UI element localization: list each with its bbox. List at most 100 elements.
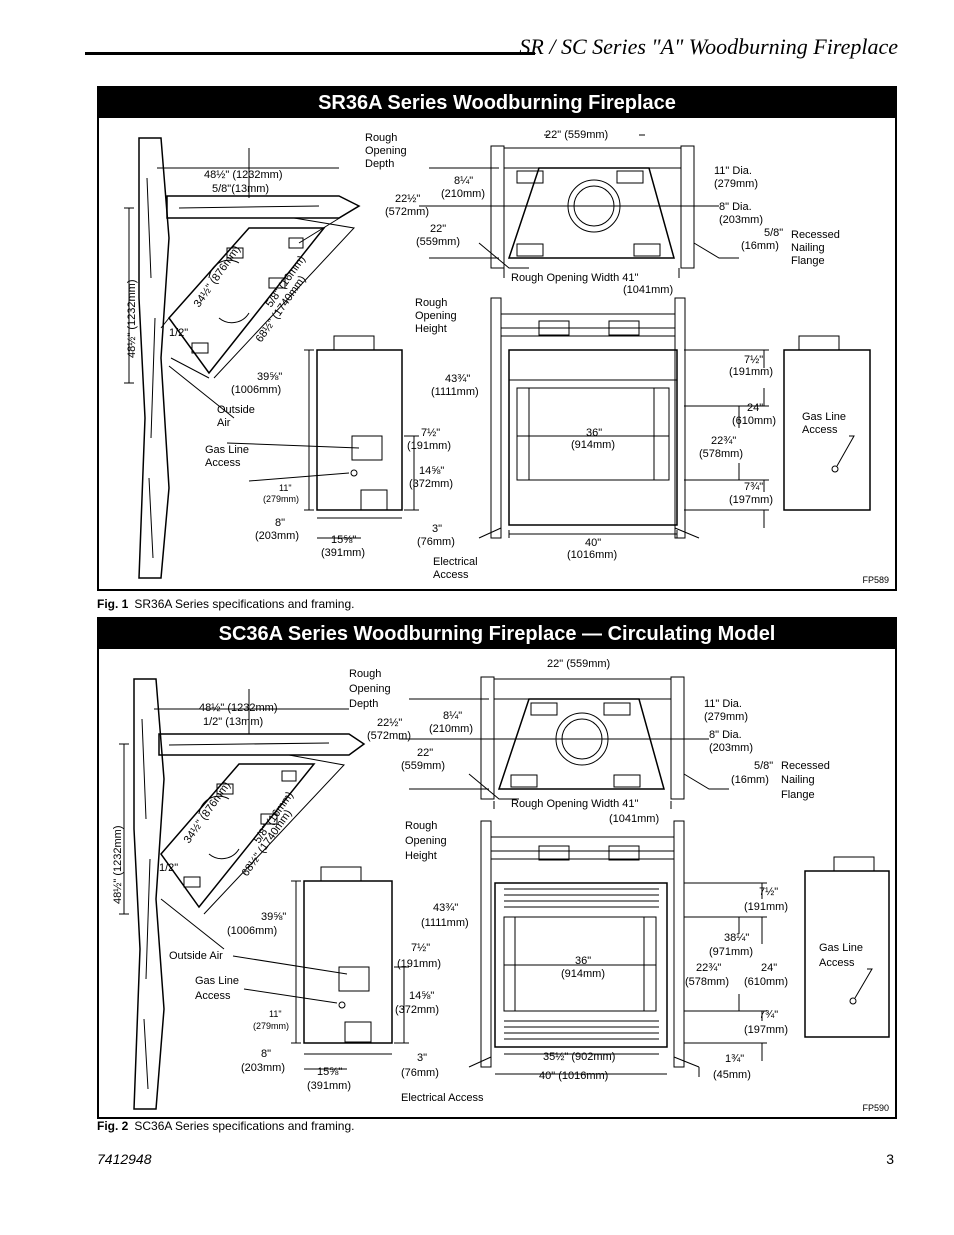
dia11-1: 11" Dia. [714,165,752,177]
s11-1: 11" [269,1009,282,1019]
r7h-1: 7½" [744,354,763,366]
recess-1: 5/8" [764,227,783,239]
dia8-1: 8" Dia. [719,201,752,213]
top-view-plan [419,134,739,278]
w40: 40" (1016mm) [539,1070,608,1082]
rod-3: Depth [365,158,394,170]
wall-length: 48½" (1232mm) [199,702,278,714]
gas-line-1: Gas Line [195,975,239,987]
header-rule [85,52,535,55]
rod-1: Rough [349,668,381,680]
v7h-1: 7½" [421,427,440,439]
s3-1: 3" [417,1052,427,1064]
r22-1: 22¾" [711,435,736,447]
d22h-1: 22½" [395,193,420,205]
r22-2: (578mm) [685,976,729,988]
recess-lbl-2: Nailing [791,242,825,254]
figure-2-banner: SC36A Series Woodburning Fireplace — Cir… [99,619,895,649]
s15-1: 15⅝" [317,1066,342,1078]
front-view [478,297,700,539]
right-dim-labels: 7½" (191mm) 24" (610mm) 22¾" (578mm) 7¾"… [699,354,776,506]
glass-1: 36" [575,955,591,967]
side-panel [804,856,890,1038]
side-gas-1: Gas Line [819,942,863,954]
page-number: 3 [886,1151,894,1167]
side-gas-1: Gas Line [802,411,846,423]
elec-2: Access [433,569,469,581]
h43-2: (1111mm) [421,917,469,929]
header-title: SR / SC Series "A" Woodburning Fireplace [519,34,898,59]
wall-length-vertical: 48½" (1232mm) [112,826,124,905]
s11-2: (279mm) [263,494,299,504]
recess-1: 5/8" [754,760,773,772]
r24-2: (610mm) [744,976,788,988]
s15-1: 15⅝" [331,534,356,546]
r7t-1: 7¾" [744,481,763,493]
front-view [468,820,700,1075]
top-width: 22" (559mm) [545,129,608,141]
roh-3: Height [415,323,447,335]
r24-2: (610mm) [732,415,776,427]
d8q-1: 8¼" [454,175,473,187]
r7h-1: 7½" [759,886,778,898]
half-inch: 1/2" [169,327,188,339]
v14-1: 14⅝" [409,990,434,1002]
row-2: (1041mm) [609,813,659,825]
d22-1: 22" [417,747,433,759]
recess-lbl-3: Flange [781,789,815,801]
d22h-2: (572mm) [385,206,429,218]
document-number: 7412948 [97,1151,152,1167]
diag-876: 34½" (876mm) [192,244,243,310]
glass-1: 36" [586,427,602,439]
figure-1-drawing: 48½" (1232mm) 5/8"(13mm) 48½" (1232mm) 3… [99,118,895,594]
corner-plan-view [119,678,366,1110]
v7h-2: (191mm) [407,440,451,452]
figure-2-code: FP590 [862,1103,889,1113]
r1-1: 1¾" [725,1053,744,1065]
roh-1: Rough [415,297,447,309]
s11-1: 11" [279,483,292,493]
side-view [232,866,409,1070]
s15-2: (391mm) [307,1080,351,1092]
diag-876: 34½" (876mm) [182,780,233,846]
right-dim-labels: 7½" (191mm) 38¼" (971mm) 24" (610mm) 22¾… [685,886,788,1081]
r7h-2: (191mm) [729,366,773,378]
d22h-1: 22½" [377,717,402,729]
right-dims [684,349,769,528]
dia8-2: (203mm) [709,742,753,754]
top-view-plan [399,676,729,809]
h39-1: 39⅝" [257,371,282,383]
r1-2: (45mm) [713,1069,751,1081]
h43-1: 43¾" [433,902,458,914]
side-panel [783,335,871,511]
s3-2: (76mm) [401,1067,439,1079]
rod-2: Opening [365,145,407,157]
v7h-1: 7½" [411,942,430,954]
gas-line-2: Access [195,990,231,1002]
h39-2: (1006mm) [227,925,277,937]
figure-1-caption-number: Fig. 1 [97,597,129,611]
elec: Electrical Access [401,1092,484,1104]
side-view-labels: 39⅝" (1006mm) Outside Air Gas Line Acces… [205,371,478,581]
side-gas-2: Access [819,957,855,969]
gas-line-2: Access [205,457,241,469]
figure-1-caption-text: SR36A Series specifications and framing. [134,597,355,611]
w40-1: 40" [585,537,601,549]
figure-1-banner: SR36A Series Woodburning Fireplace [99,88,895,118]
recess-lbl-1: Recessed [781,760,830,772]
recess-lbl-3: Flange [791,255,825,267]
s8-2: (203mm) [241,1062,285,1074]
r24-1: 24" [761,962,777,974]
side-gas-2: Access [802,424,838,436]
d8q-2: (210mm) [441,188,485,200]
rod-3: Depth [349,698,378,710]
glass-2: (914mm) [561,968,605,980]
d22h-2: (572mm) [367,730,411,742]
glass-2: (914mm) [571,439,615,451]
wall-gap: 1/2" (13mm) [203,716,263,728]
v14-1: 14⅝" [419,465,444,477]
s3-2: (76mm) [417,536,455,548]
s8-1: 8" [261,1048,271,1060]
dia11-2: (279mm) [704,711,748,723]
